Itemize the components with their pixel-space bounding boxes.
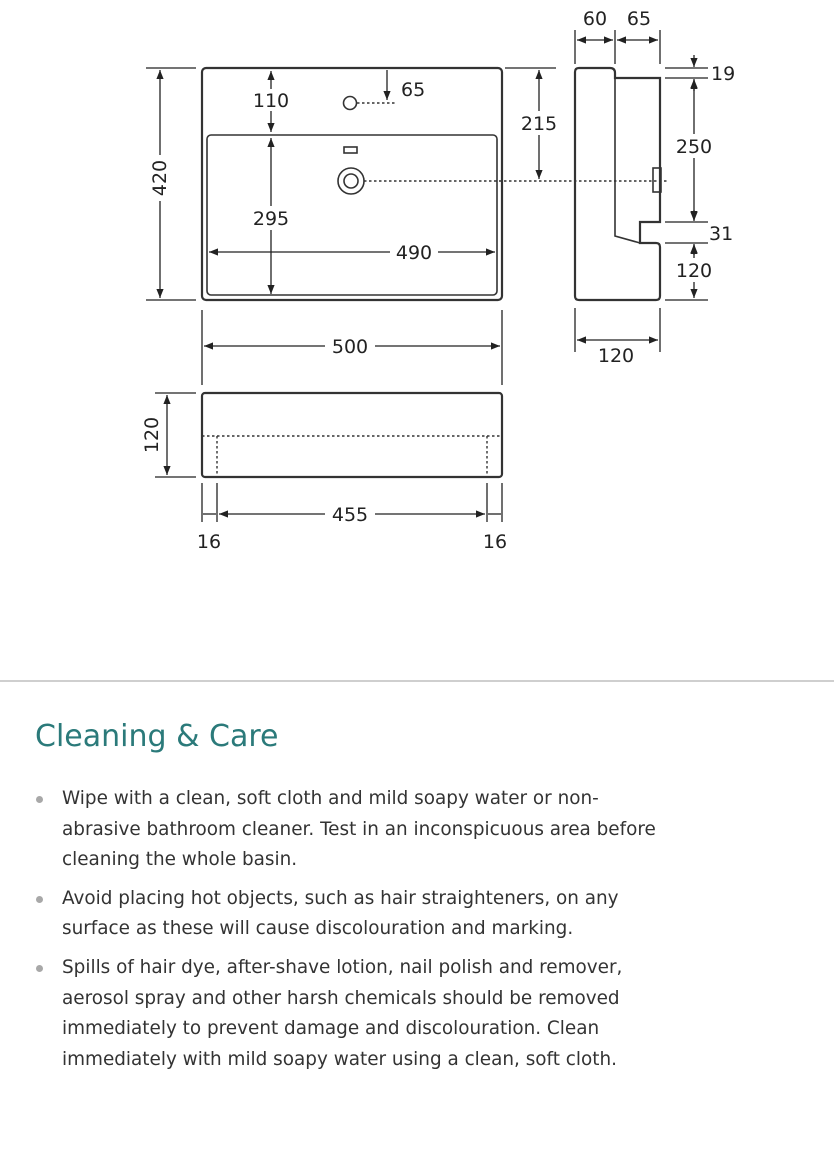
waste-outlet-icon bbox=[337, 167, 365, 195]
list-item: Wipe with a clean, soft cloth and mild s… bbox=[35, 784, 675, 876]
tap-hole-icon bbox=[342, 95, 358, 111]
top-view: 110 65 295 490 420 215 500 bbox=[146, 66, 667, 385]
dim-490-label: 490 bbox=[396, 242, 432, 264]
side-waste-marker-icon bbox=[652, 167, 662, 193]
side-view: 60 65 19 250 31 120 120 bbox=[573, 8, 735, 367]
dim-420-label: 420 bbox=[149, 160, 171, 196]
dim-120-side-right-label: 120 bbox=[676, 260, 712, 282]
dim-16-right-label: 16 bbox=[483, 531, 507, 553]
dim-500-label: 500 bbox=[332, 336, 368, 358]
dim-31-label: 31 bbox=[709, 223, 733, 245]
dim-120-side-bottom-label: 120 bbox=[598, 345, 634, 367]
dim-65-tap-label: 65 bbox=[401, 79, 425, 101]
dim-16-left-label: 16 bbox=[197, 531, 221, 553]
front-profile-outline bbox=[200, 391, 504, 479]
dim-250-label: 250 bbox=[676, 136, 712, 158]
basin-dimension-diagram: 110 65 295 490 420 215 500 bbox=[141, 8, 735, 553]
dim-65-side-label: 65 bbox=[627, 8, 651, 30]
dim-455-label: 455 bbox=[332, 504, 368, 526]
front-view: 120 455 16 16 bbox=[141, 391, 507, 553]
side-profile-outline bbox=[573, 66, 662, 302]
dim-110-label: 110 bbox=[253, 90, 289, 112]
section-divider bbox=[0, 680, 834, 682]
dim-295-label: 295 bbox=[253, 208, 289, 230]
dim-19-label: 19 bbox=[711, 63, 735, 85]
dim-60-label: 60 bbox=[583, 8, 607, 30]
cleaning-care-heading: Cleaning & Care bbox=[35, 719, 279, 754]
basin-outer-outline bbox=[200, 66, 504, 302]
cleaning-care-list: Wipe with a clean, soft cloth and mild s… bbox=[35, 784, 675, 1083]
list-item: Avoid placing hot objects, such as hair … bbox=[35, 884, 675, 945]
front-bowl-hidden-line bbox=[202, 435, 502, 476]
dim-215-label: 215 bbox=[521, 113, 557, 135]
side-bowl-line bbox=[614, 78, 641, 244]
basin-bowl-outline bbox=[206, 134, 498, 296]
list-item: Spills of hair dye, after-shave lotion, … bbox=[35, 953, 675, 1075]
dim-120-front-label: 120 bbox=[141, 417, 163, 453]
overflow-slot-icon bbox=[343, 146, 358, 154]
